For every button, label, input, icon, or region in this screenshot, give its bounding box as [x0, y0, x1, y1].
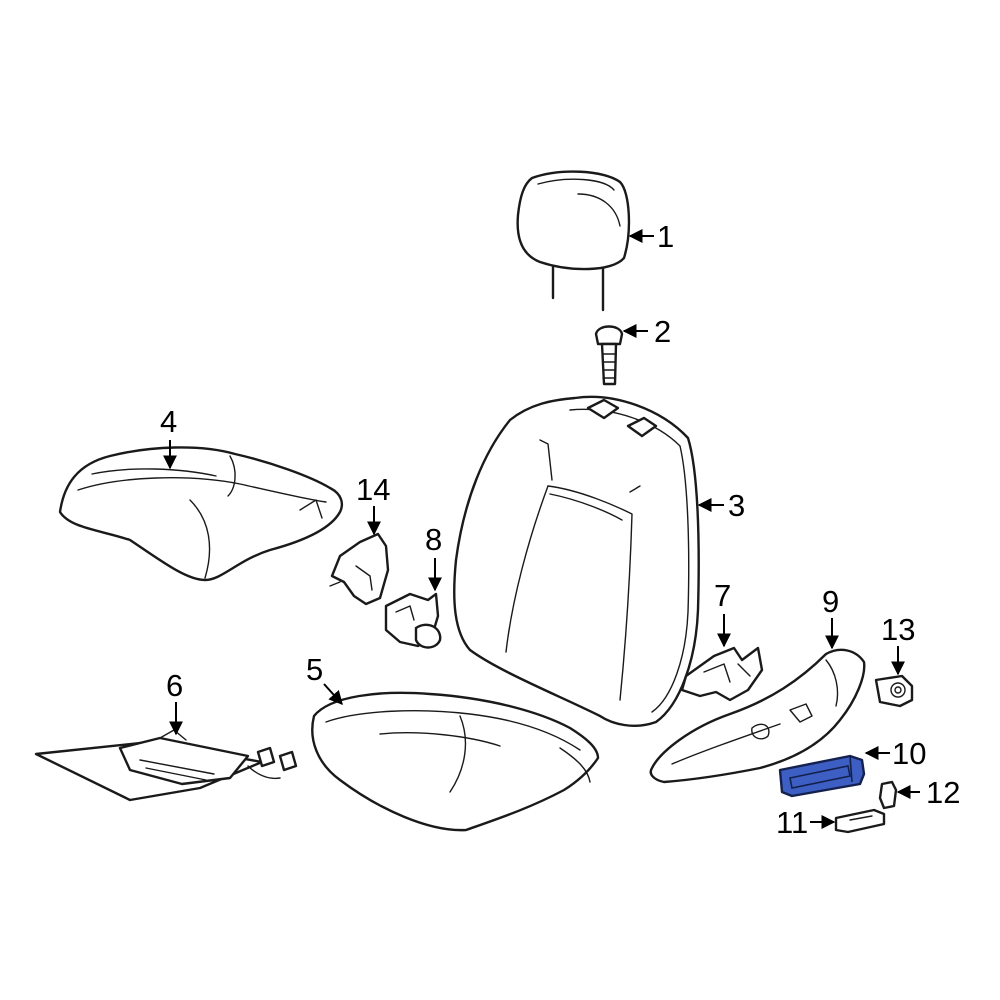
side-shield-part[interactable]: [649, 648, 866, 784]
callout-labels: 1 2 3 4 5 6 7 8 9 10 11 12 13 14: [160, 219, 960, 840]
seat-back-cover-part[interactable]: [453, 395, 700, 727]
switch-knob-part[interactable]: [834, 808, 886, 834]
callout-10[interactable]: 10: [892, 736, 926, 771]
callout-5[interactable]: 5: [306, 652, 323, 687]
callout-14[interactable]: 14: [356, 472, 390, 507]
front-bracket-part[interactable]: [329, 532, 390, 606]
callout-4[interactable]: 4: [160, 404, 177, 439]
callout-6[interactable]: 6: [166, 668, 183, 703]
callout-12[interactable]: 12: [926, 775, 960, 810]
track-cover-part[interactable]: [384, 592, 442, 649]
callout-7[interactable]: 7: [714, 578, 731, 613]
callout-1[interactable]: 1: [657, 219, 674, 254]
small-knob-part[interactable]: [878, 780, 898, 810]
connector-part[interactable]: [874, 674, 914, 708]
headrest-part[interactable]: [516, 170, 631, 312]
seat-hinge-bracket-part[interactable]: [680, 646, 764, 702]
headrest-guide-part[interactable]: [594, 325, 624, 386]
callout-8[interactable]: 8: [425, 522, 442, 557]
callout-13[interactable]: 13: [881, 612, 915, 647]
seat-cushion-cover-part[interactable]: [58, 446, 344, 582]
seat-heater-part[interactable]: [34, 729, 298, 802]
leader-5: [323, 683, 343, 706]
callout-9[interactable]: 9: [822, 584, 839, 619]
callout-leaders: [163, 229, 920, 829]
seat-cushion-pad-part[interactable]: [311, 691, 600, 832]
callout-2[interactable]: 2: [654, 314, 671, 349]
seat-switch-part[interactable]: [778, 754, 866, 798]
callout-3[interactable]: 3: [728, 488, 745, 523]
callout-11[interactable]: 11: [776, 805, 808, 840]
